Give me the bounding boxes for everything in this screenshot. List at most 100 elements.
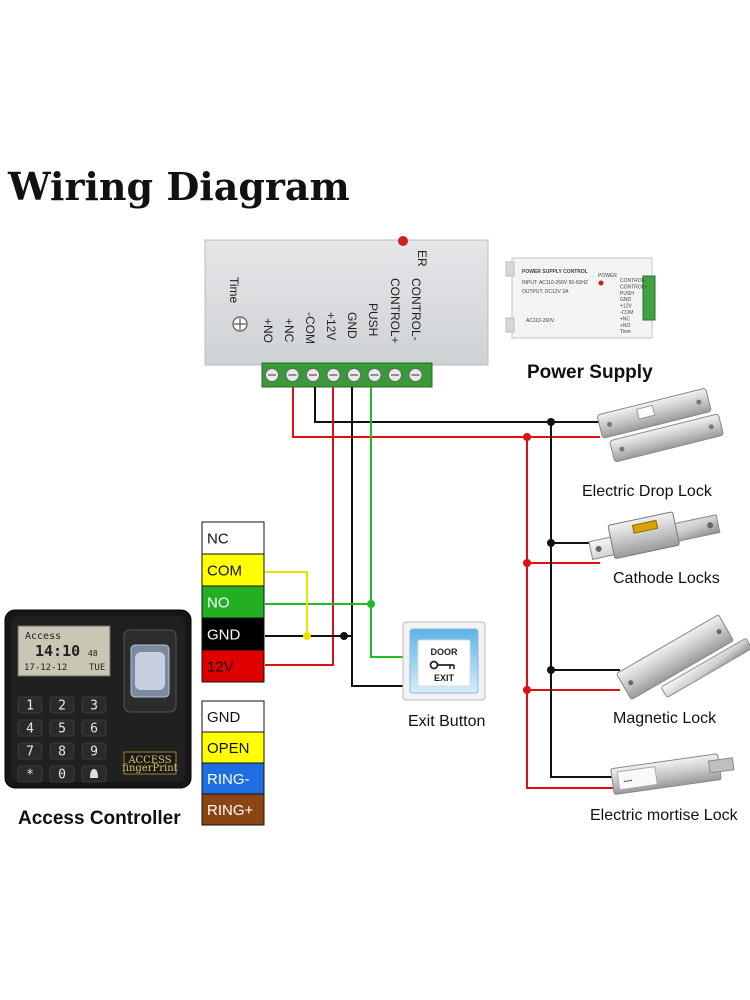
wire-cell-label: 12V [207,659,234,676]
psu-output: OUTPUT: DC12V 3A [522,289,569,295]
keypad-key-bell[interactable] [81,765,107,783]
term-push: PUSH [366,303,380,336]
page-title: Wiring Diagram [7,164,350,209]
term-nc: +NC [282,318,296,343]
wire-cell-label: NO [207,595,230,612]
wire-yellow-com [265,571,308,636]
term-time: Time [227,277,241,304]
wire-cell-no: NO [201,585,265,619]
psu-model: AC110-260V [526,318,555,324]
controller-edge-text: ER [415,250,429,267]
fingerprint-sensor-icon[interactable] [123,629,177,713]
time-knob-icon[interactable] [232,316,248,332]
keypad-key-label: 4 [26,722,34,737]
controller-module: ER Time +NO +NC -COM +12V GND PUSH CONTR… [204,236,489,388]
access-badge: ACCESS fingerPrint [122,751,178,775]
lcd-seconds: 48 [88,649,98,658]
lock-label-mortise: Electric mortise Lock [590,807,739,824]
terminal-screw-icon [326,368,341,382]
keypad-key-label: 7 [26,745,34,760]
lcd-day: TUE [89,663,105,673]
psu-input: INPUT: AC110-260V 50-60HZ [522,280,588,286]
lcd-time: 14:10 [35,642,80,660]
terminal-screw-icon [347,368,361,382]
keypad-key-9[interactable]: 9 [81,742,107,760]
lock-label-cathode: Cathode Locks [613,570,720,587]
badge-title: ACCESS [127,755,171,766]
keypad-key-*[interactable]: * [17,765,43,783]
keypad-key-label: 0 [58,768,66,783]
exit-button-line2: EXIT [434,673,455,683]
term-com: -COM [303,312,317,344]
wire-cell2-label: OPEN [207,740,250,757]
wire-black-riser [550,422,620,778]
wire-black-control-bus [314,387,605,423]
psu-side-label: +NO [620,323,631,329]
keypad-key-0[interactable]: 0 [49,765,75,783]
wire-green-push [370,387,410,658]
psu-side-label: CONTROL- [620,278,646,284]
psu-led-icon [598,280,604,286]
lcd-title: Access [25,631,61,642]
wire-cell2-open: OPEN [201,731,265,764]
wire-cell-nc: NC [201,521,265,555]
keypad-key-label: 2 [58,699,66,714]
psu-power-label: POWER [598,273,617,279]
keypad-key-label: 1 [26,699,34,714]
wire-cell2-gnd: GND [201,700,265,733]
psu-side-label: GND [620,297,632,303]
keypad-key-4[interactable]: 4 [17,719,43,737]
terminal-screw-icon [367,368,382,382]
wire-cell-com: COM [201,553,265,587]
terminal-screw-icon [408,368,423,382]
exit-button[interactable]: DOOR EXIT Exit Button [402,621,486,730]
lcd-date: 17-12-12 [24,663,67,673]
wire-cell-label: NC [207,531,229,548]
wire-cell-label: GND [207,627,241,644]
psu-side-label: CONTROL+ [620,284,647,290]
keypad-key-label: 9 [90,745,98,760]
wire-junctions [303,418,555,694]
term-12v: +12V [324,312,338,340]
exit-button-line1: DOOR [431,647,459,657]
term-no: +NO [261,318,275,343]
terminal-screw-icon [265,368,279,382]
keypad-key-label: 5 [58,722,66,737]
wire-cell2-label: RING- [207,771,250,788]
lock-label-magnetic: Magnetic Lock [613,710,717,727]
term-gnd: GND [345,312,359,339]
access-controller-caption: Access Controller [18,808,181,829]
wire-black-access-gnd [351,387,410,687]
psu-heading: POWER SUPPLY CONTROL [522,269,588,275]
keypad-key-5[interactable]: 5 [49,719,75,737]
keypad-key-3[interactable]: 3 [81,696,107,714]
psu-side-label: Time [620,329,631,335]
keypad-key-7[interactable]: 7 [17,742,43,760]
cathode-lock: Cathode Locks [588,511,721,587]
power-supply-caption: Power Supply [527,362,653,383]
electric-mortise-lock: ▪▪▪▪▪ Electric mortise Lock [590,753,739,824]
keypad-key-6[interactable]: 6 [81,719,107,737]
wire-cell2-ring: RING+ [201,793,265,826]
svg-text:▪▪▪▪▪: ▪▪▪▪▪ [623,778,633,785]
keypad-key-2[interactable]: 2 [49,696,75,714]
terminal-block [261,362,433,388]
term-control-minus: CONTROL- [409,278,423,341]
psu-side-label: +12V [620,304,632,310]
psu-side-label: PUSH [620,291,634,297]
wire-red-12v-bus [292,387,600,438]
wire-cell2-label: RING+ [207,802,254,819]
wire-red-access-12v [265,387,334,666]
keypad-key-label: 3 [90,699,98,714]
keypad-key-1[interactable]: 1 [17,696,43,714]
wire-cell-gnd: GND [201,617,265,651]
psu-side-label: +NC [620,316,631,322]
lcd-screen: Access 14:10 48 17-12-12 TUE [17,625,111,677]
keypad-key-8[interactable]: 8 [49,742,75,760]
electric-drop-lock: Electric Drop Lock [582,388,724,500]
wire-block-doorbell: GND OPEN RING- RING+ [201,700,265,826]
lock-label-drop: Electric Drop Lock [582,483,713,500]
badge-sub: fingerPrint [122,763,177,774]
